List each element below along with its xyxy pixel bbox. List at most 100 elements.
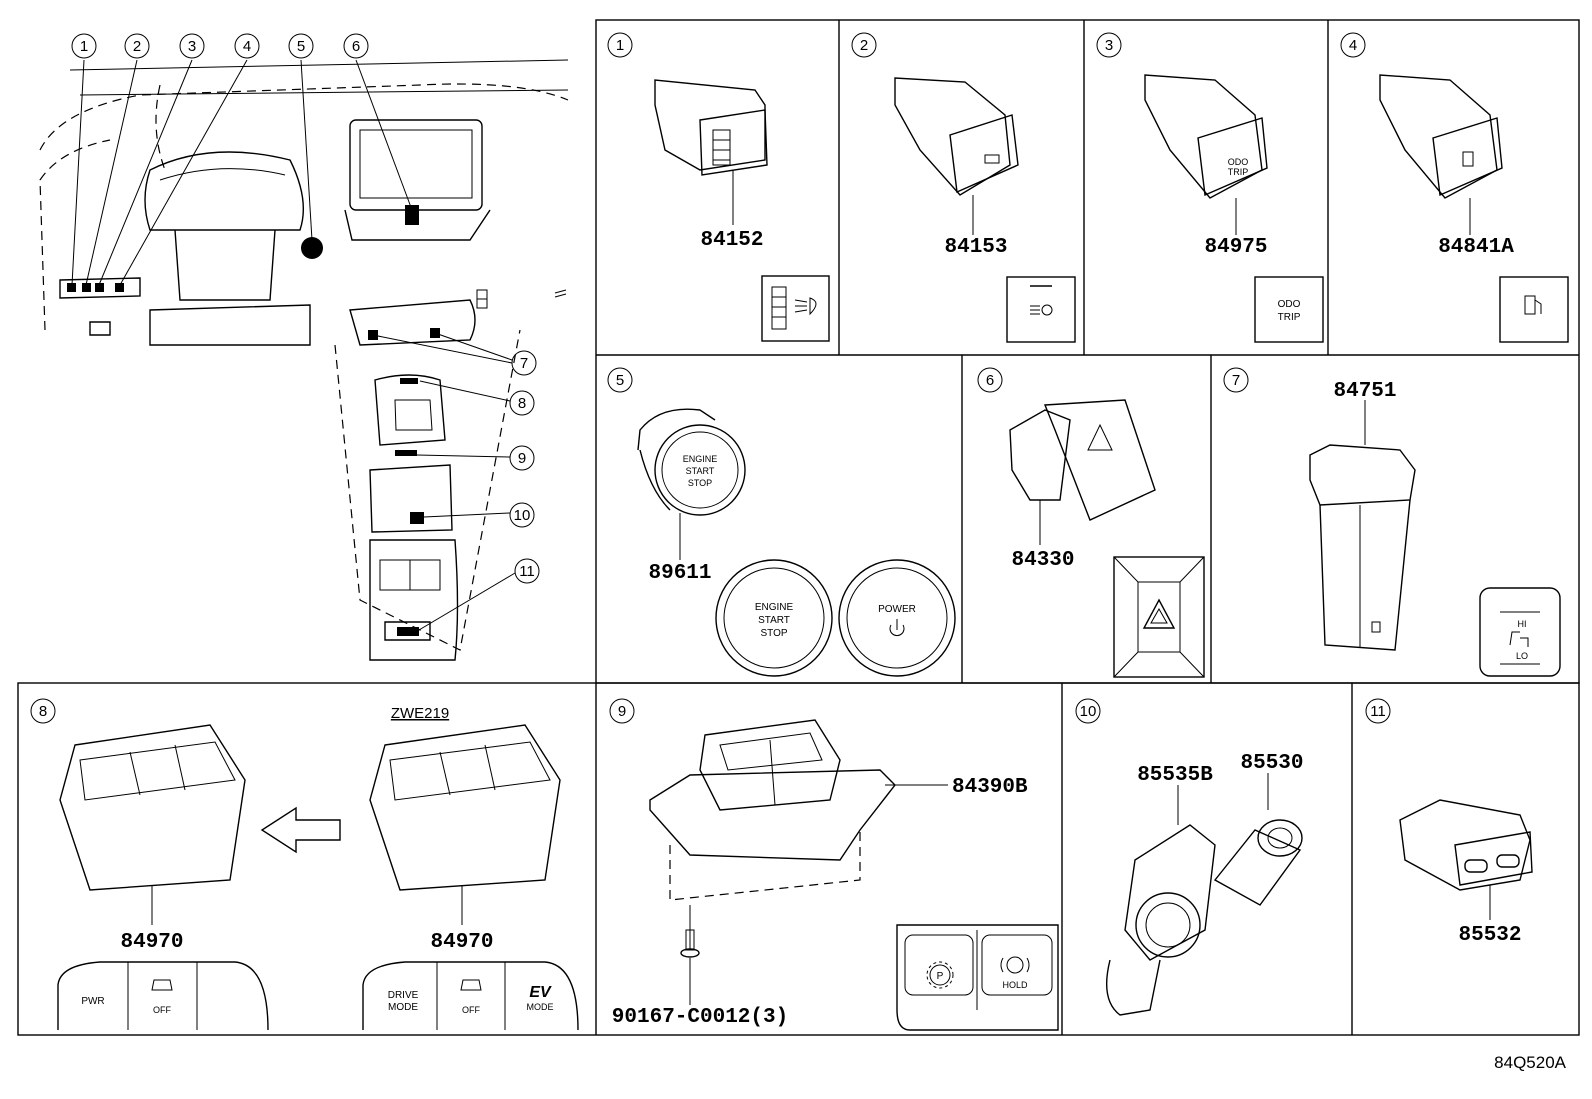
part-number-85535B: 85535B — [1137, 764, 1213, 787]
ev-mode-label: MODE — [527, 1002, 554, 1012]
stop-label: STOP — [760, 628, 787, 639]
switch-drawing-84390B — [649, 719, 896, 861]
part-number-84751: 84751 — [1333, 380, 1396, 403]
callout-label-1: 1 — [80, 38, 88, 55]
left-switch-face — [57, 961, 269, 1031]
callout-label-2: 2 — [133, 38, 141, 55]
panel-number-5: 5 — [616, 372, 624, 389]
part-number-85532: 85532 — [1458, 924, 1521, 947]
switch-drawing-84841A — [1379, 74, 1503, 199]
overview-dashboard-drawing — [39, 59, 569, 661]
hazard-triangle-icon — [1113, 556, 1205, 678]
svg-text:TRIP: TRIP — [1228, 167, 1249, 177]
callout-label-8: 8 — [518, 395, 526, 412]
overview-callouts — [71, 59, 516, 631]
mode-label: MODE — [388, 1002, 418, 1013]
screw-drawing — [680, 929, 700, 958]
switch-drawing-84970-right — [369, 724, 561, 891]
switch-drawing-84153 — [894, 77, 1019, 196]
panel-number-1: 1 — [616, 37, 624, 54]
panel-3: 3 ODO TRIP 84975 ODO TRIP — [1096, 32, 1324, 343]
switch-drawing-89611 — [637, 408, 746, 516]
switch-drawing-84975 — [1144, 74, 1268, 199]
callout-circle-8: 8 — [509, 390, 535, 416]
panel-11: 11 85532 — [1365, 698, 1533, 947]
hold-label: HOLD — [1002, 980, 1028, 990]
callout-circle-4: 4 — [234, 33, 260, 59]
callout-label-3: 3 — [188, 38, 196, 55]
panel-4: 4 84841A — [1340, 32, 1569, 343]
part-number-84390B: 84390B — [952, 776, 1028, 799]
panel-number-9: 9 — [618, 703, 626, 720]
part-number-84152: 84152 — [700, 229, 763, 252]
panel-number-7: 7 — [1232, 372, 1240, 389]
callout-circle-10: 10 — [509, 502, 535, 528]
model-label: ZWE219 — [391, 705, 449, 722]
auto-headlamp-icon — [1006, 276, 1076, 343]
part-number-84975: 84975 — [1204, 236, 1267, 259]
traction-off-icon — [151, 979, 173, 991]
panel-10: 10 85535B 85530 — [1075, 698, 1304, 1016]
power-label: POWER — [878, 604, 916, 615]
engine-label-small: ENGINE — [683, 454, 718, 464]
hold-icon — [1000, 956, 1030, 974]
lo-label: LO — [1516, 651, 1528, 661]
part-number-90167: 90167-C0012(3) — [612, 1006, 788, 1029]
panel-7: 7 84751 HI LO — [1223, 367, 1561, 677]
switch-drawing-84751 — [1309, 444, 1416, 651]
callout-label-11: 11 — [519, 563, 535, 580]
p-label: P — [937, 971, 944, 982]
panel-number-10: 10 — [1080, 703, 1097, 720]
part-number-84970-left: 84970 — [120, 931, 183, 954]
callout-circle-9: 9 — [509, 445, 535, 471]
trip-label: TRIP — [1278, 312, 1301, 323]
callout-circle-5: 5 — [288, 33, 314, 59]
switch-drawing-84330 — [1009, 399, 1156, 521]
odo-trip-face — [1254, 276, 1324, 343]
callout-circle-1: 1 — [71, 33, 97, 59]
callout-label-10: 10 — [514, 507, 531, 524]
power-icon — [889, 619, 905, 637]
part-number-84330: 84330 — [1011, 549, 1074, 572]
right-switch-face — [362, 961, 579, 1031]
socket-drawing-85535B — [1106, 824, 1216, 1016]
panel-1: 1 84152 — [607, 32, 830, 342]
part-number-84970-right: 84970 — [430, 931, 493, 954]
engine-label: ENGINE — [755, 602, 794, 613]
power-button-face — [838, 559, 956, 677]
ev-label: EV — [529, 984, 552, 1001]
panel-number-4: 4 — [1349, 37, 1357, 54]
pwr-label: PWR — [81, 996, 104, 1007]
callout-circle-7: 7 — [511, 350, 537, 376]
start-label: START — [758, 615, 790, 626]
traction-off-icon-right — [460, 979, 482, 991]
off-label-right: OFF — [462, 1005, 480, 1015]
switch-drawing-84970-left — [59, 724, 246, 891]
callout-label-4: 4 — [243, 38, 251, 55]
odo-label: ODO — [1278, 299, 1301, 310]
stop-label-small: STOP — [688, 478, 712, 488]
usb-port-drawing-85532 — [1399, 799, 1533, 891]
part-number-84841A: 84841A — [1438, 236, 1514, 259]
usb-port-icon — [1464, 859, 1488, 873]
engine-start-face — [715, 559, 833, 677]
panel-2: 2 84153 — [851, 32, 1076, 343]
svg-text:ODO: ODO — [1228, 157, 1249, 167]
part-number-89611: 89611 — [648, 562, 711, 585]
parking-p-icon — [926, 961, 954, 989]
fuel-door-icon — [1499, 276, 1569, 343]
callout-label-5: 5 — [297, 38, 305, 55]
panel-frame — [17, 19, 1580, 1036]
panel-number-3: 3 — [1105, 37, 1113, 54]
part-number-84153: 84153 — [944, 236, 1007, 259]
panel-9: 9 84390B 90167-C0012(3) P — [609, 698, 1059, 1031]
panel-number-6: 6 — [986, 372, 994, 389]
switch-drawing-84152 — [654, 79, 768, 176]
callout-circle-11: 11 — [514, 558, 540, 584]
seat-heater-icon — [1479, 587, 1561, 677]
headlamp-leveling-icon — [761, 275, 830, 342]
parking-brake-face — [896, 924, 1059, 1031]
callout-circle-6: 6 — [343, 33, 369, 59]
panel-5: 5 ENGINE START STOP 89611 ENGINE START S… — [607, 367, 956, 677]
